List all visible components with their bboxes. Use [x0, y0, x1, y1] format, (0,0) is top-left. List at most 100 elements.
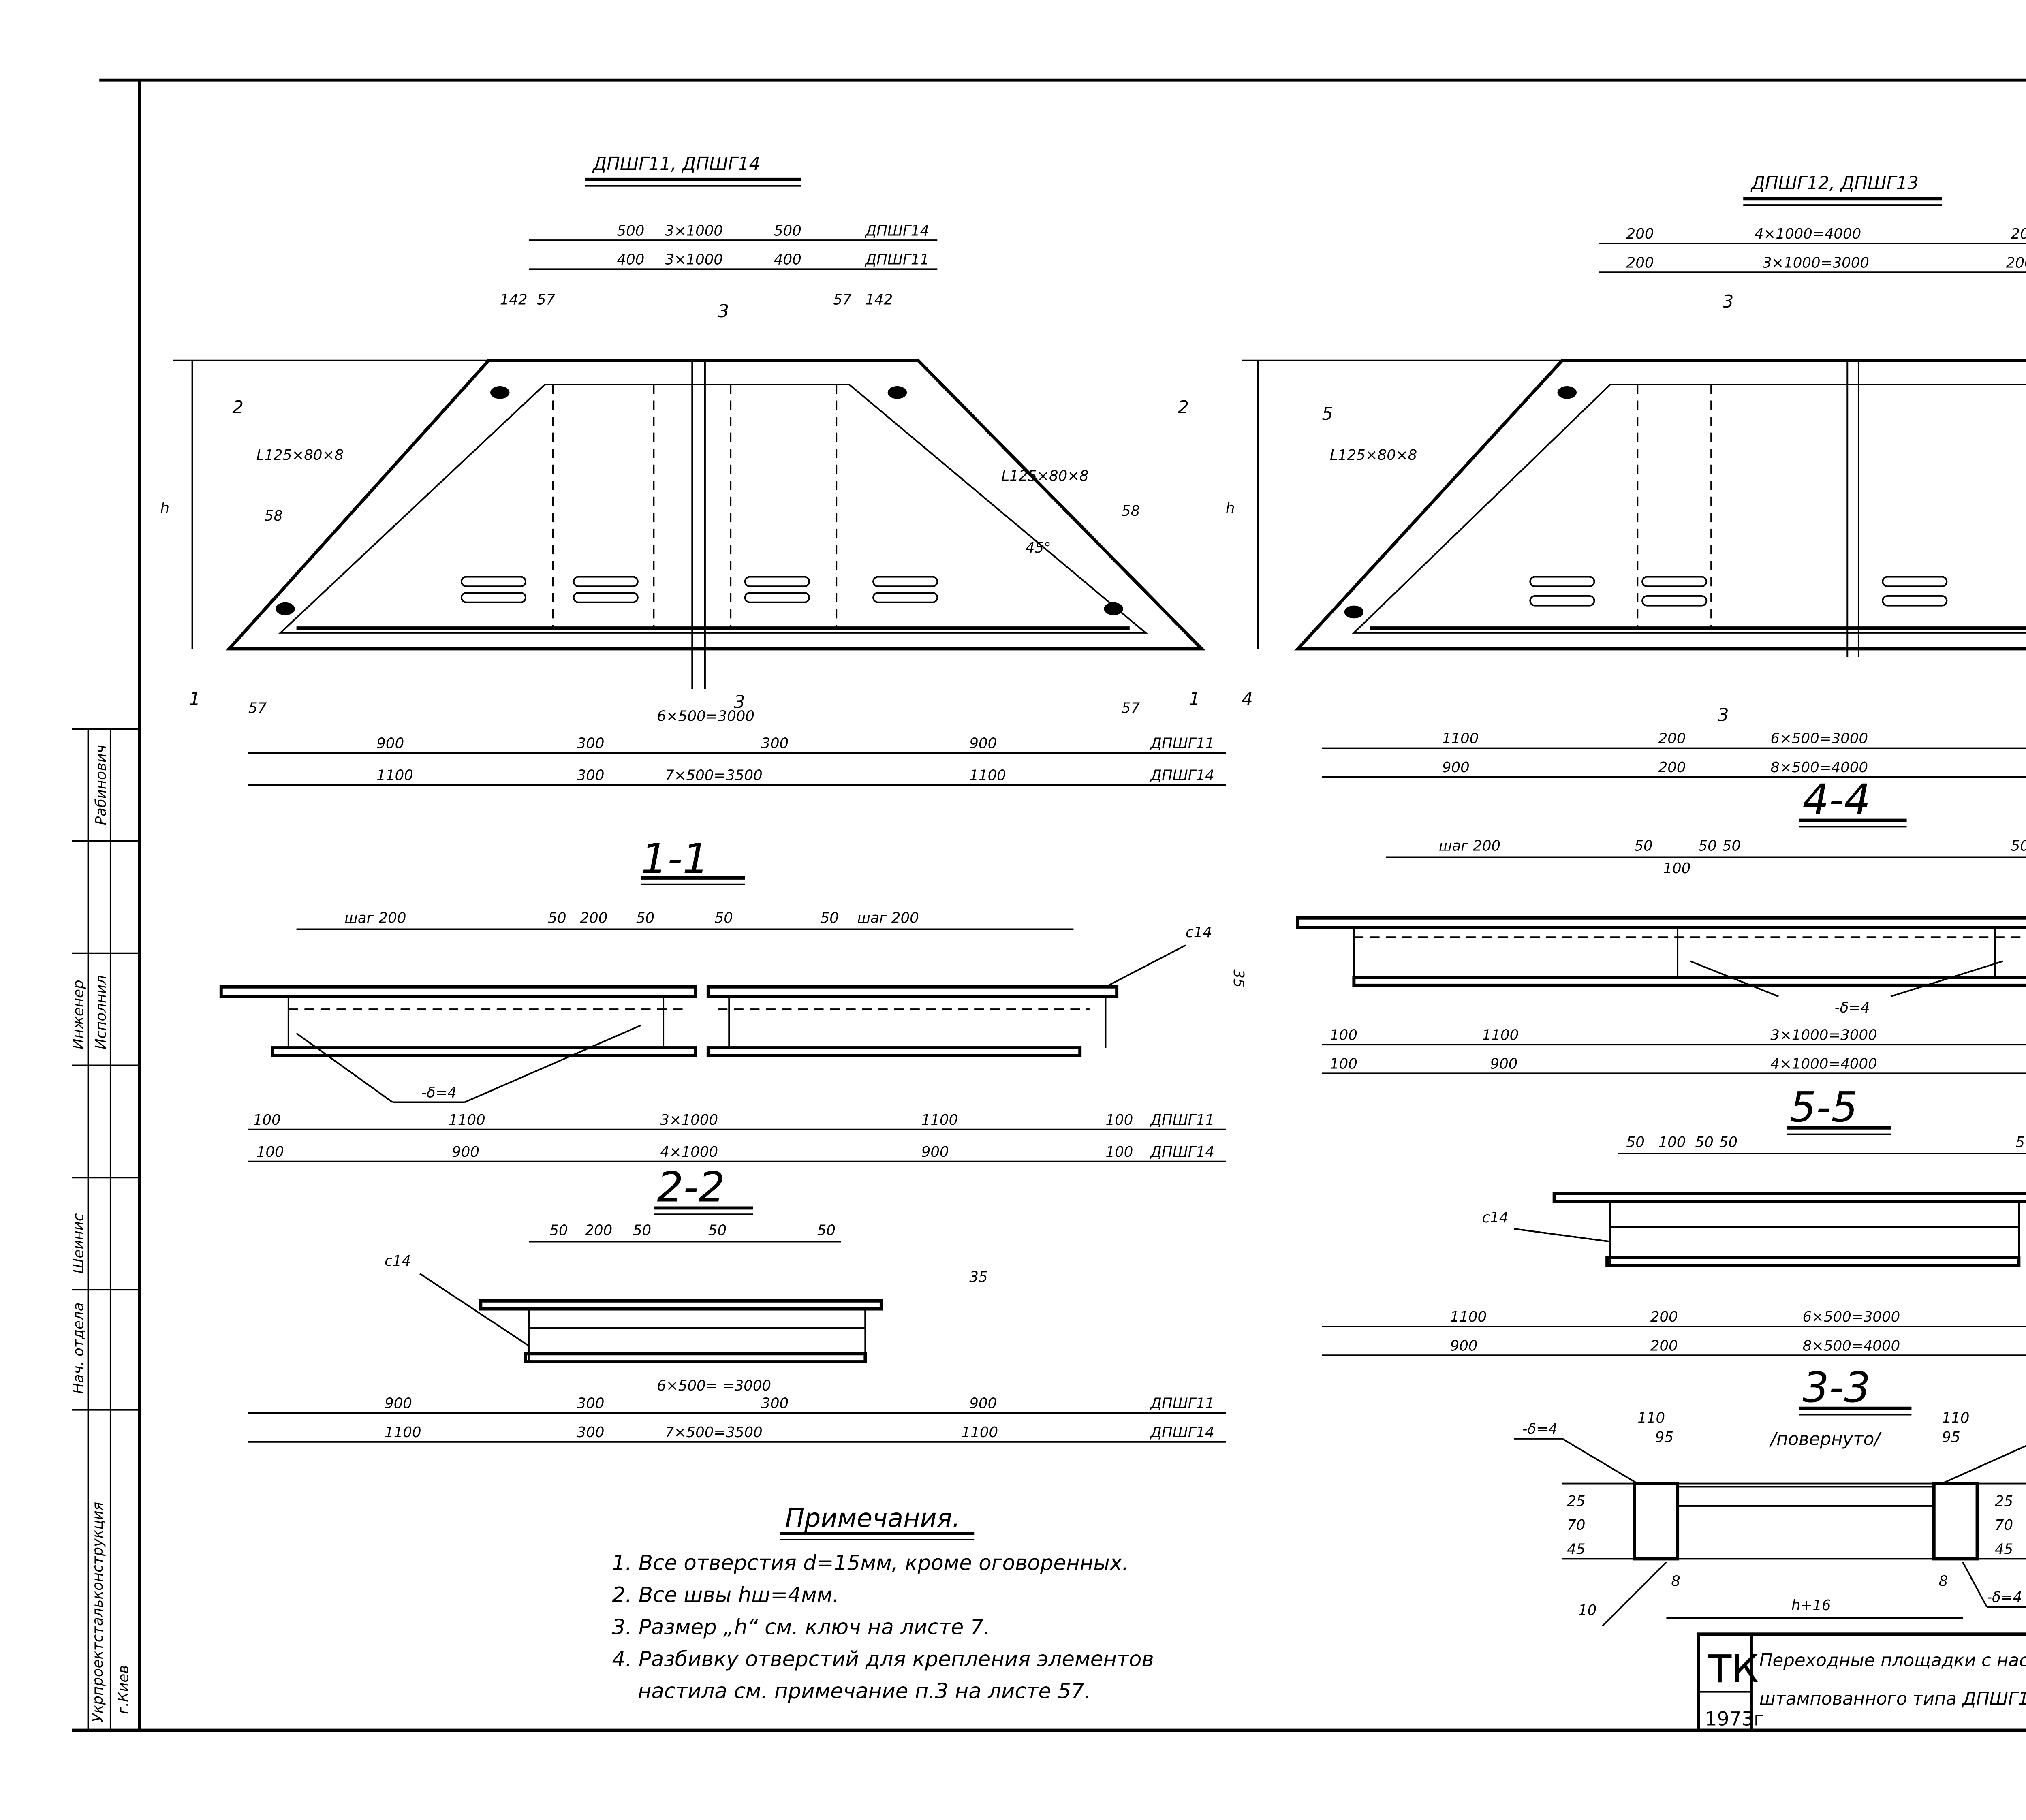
svg-text:7×500=3500: 7×500=3500	[665, 767, 763, 784]
note-4: 4. Разбивку отверстий для крепления элем…	[612, 1647, 1154, 1671]
svg-text:с14: с14	[1186, 924, 1212, 941]
svg-text:-δ=4: -δ=4	[1987, 1589, 2022, 1606]
svg-text:ДПШГ11: ДПШГ11	[864, 251, 929, 268]
svg-text:7×500=3500: 7×500=3500	[665, 1424, 763, 1441]
svg-text:ДПШГ14: ДПШГ14	[1150, 1424, 1214, 1441]
left-view-title: ДПШГ11, ДПШГ14	[592, 154, 760, 174]
svg-text:50: 50	[1634, 838, 1652, 854]
svg-text:95: 95	[1655, 1429, 1673, 1446]
slot-pattern	[1529, 576, 1948, 607]
svg-text:10: 10	[1578, 1602, 1596, 1619]
svg-text:5: 5	[1322, 404, 1333, 424]
svg-text:4: 4	[1242, 689, 1253, 709]
note-3: 3. Размер „h“ см. ключ на листе 7.	[612, 1615, 990, 1639]
svg-text:h+16: h+16	[1791, 1597, 1831, 1614]
svg-text:6×500=3000: 6×500=3000	[1770, 731, 1868, 747]
org-code: ТК	[1708, 1647, 1759, 1692]
svg-text:200: 200	[1658, 759, 1686, 776]
svg-text:3×1000: 3×1000	[660, 1112, 718, 1128]
svg-text:300: 300	[761, 735, 789, 752]
svg-text:100: 100	[253, 1112, 281, 1128]
section-mark-3-bottom: 3	[734, 692, 745, 713]
svg-text:900: 900	[1450, 1337, 1478, 1354]
svg-text:шаг 200: шаг 200	[1439, 838, 1500, 854]
svg-text:500: 500	[774, 222, 801, 239]
svg-text:50: 50	[1699, 838, 1717, 854]
svg-text:70: 70	[1567, 1517, 1585, 1534]
svg-text:ДПШГ11: ДПШГ11	[1150, 1112, 1214, 1128]
stamp-role-3: Инженер	[71, 980, 87, 1049]
svg-text:с14: с14	[1482, 1209, 1509, 1226]
svg-text:200: 200	[1650, 1309, 1678, 1325]
left-elevation: ДПШГ11, ДПШГ14 500 3×1000 500 ДПШГ14 400…	[160, 154, 1226, 786]
section-mark-2-left: 2	[232, 397, 244, 418]
svg-text:3: 3	[1718, 705, 1729, 725]
note-4-cont: настила см. примечание п.3 на листе 57.	[638, 1679, 1091, 1703]
note-1: 1. Все отверстия d=15мм, кроме оговоренн…	[612, 1551, 1129, 1575]
svg-text:110: 110	[1942, 1410, 1970, 1426]
svg-text:50: 50	[817, 1222, 836, 1239]
svg-text:1100: 1100	[376, 767, 413, 784]
svg-text:100: 100	[1105, 1112, 1133, 1128]
svg-text:200: 200	[1626, 226, 1654, 242]
svg-text:25: 25	[1567, 1493, 1585, 1510]
section-title: 2-2	[657, 1164, 725, 1212]
stamp-role-0: Нач. отдела	[71, 1302, 87, 1394]
svg-text:200: 200	[1658, 731, 1686, 747]
section-title: 4-4	[1803, 776, 1871, 824]
section-mark-2-right: 2	[1178, 397, 1189, 418]
svg-text:1100: 1100	[1442, 731, 1479, 747]
svg-text:900: 900	[1442, 759, 1470, 776]
section-mark-1-left: 1	[189, 689, 201, 709]
svg-text:шаг 200: шаг 200	[344, 910, 406, 927]
section-4-4: 4-4 шаг 200 50 100 50 50 50 шаг 200 с14 …	[1296, 776, 2026, 1074]
right-view-title: ДПШГ12, ДПШГ13	[1750, 173, 1919, 194]
svg-text:8×500=4000: 8×500=4000	[1803, 1337, 1900, 1354]
svg-text:4×1000=4000: 4×1000=4000	[1770, 1055, 1877, 1072]
svg-text:50: 50	[2011, 838, 2026, 854]
svg-text:ДПШГ14: ДПШГ14	[1150, 767, 1214, 784]
svg-text:400: 400	[774, 251, 801, 268]
section-mark-3-top: 3	[718, 301, 729, 322]
svg-text:200: 200	[580, 910, 607, 927]
svg-text:57: 57	[833, 291, 852, 308]
stamp-city: г.Киев	[115, 1665, 132, 1714]
svg-text:3×1000=3000: 3×1000=3000	[1763, 254, 1869, 271]
svg-text:57: 57	[537, 291, 556, 308]
section-subtitle: /повернуто/	[1769, 1429, 1882, 1450]
svg-text:1100: 1100	[969, 767, 1006, 784]
svg-text:45: 45	[1567, 1541, 1585, 1558]
section-title: 3-3	[1803, 1364, 1871, 1412]
year: 1973г	[1705, 1708, 1764, 1730]
stamp-role-1: Шеинис	[71, 1213, 87, 1273]
svg-text:6×500=3000: 6×500=3000	[1803, 1309, 1900, 1325]
svg-text:100: 100	[1663, 860, 1691, 877]
svg-text:50: 50	[1723, 838, 1741, 854]
svg-text:100: 100	[1330, 1055, 1357, 1072]
sheet-frame	[72, 78, 2026, 1732]
svg-text:500: 500	[617, 222, 644, 239]
svg-text:6×500= =3000: 6×500= =3000	[657, 1378, 771, 1394]
svg-text:100: 100	[1330, 1027, 1357, 1043]
svg-text:300: 300	[577, 767, 605, 784]
svg-text:142: 142	[865, 291, 893, 308]
svg-text:50: 50	[2015, 1134, 2026, 1151]
svg-text:35: 35	[1230, 969, 1247, 987]
svg-text:1100: 1100	[1482, 1027, 1519, 1043]
svg-text:58: 58	[1122, 503, 1140, 519]
svg-text:1100: 1100	[385, 1424, 421, 1441]
section-title: 5-5	[1790, 1083, 1858, 1132]
side-stamp: Укрпроектстальконструкция г.Киев Нач. от…	[71, 728, 140, 1730]
svg-text:900: 900	[376, 735, 404, 752]
svg-text:50: 50	[821, 910, 839, 927]
stamp-role-4: Исполнил	[93, 975, 109, 1049]
angle-label-right: L125×80×8	[1001, 468, 1088, 484]
svg-text:300: 300	[577, 735, 605, 752]
svg-text:200: 200	[1650, 1337, 1678, 1354]
svg-text:4×1000: 4×1000	[660, 1144, 718, 1160]
svg-text:900: 900	[1490, 1055, 1517, 1072]
svg-text:-δ=4: -δ=4	[1835, 1000, 1870, 1016]
svg-text:900: 900	[921, 1144, 949, 1160]
svg-text:45°: 45°	[1026, 540, 1051, 556]
